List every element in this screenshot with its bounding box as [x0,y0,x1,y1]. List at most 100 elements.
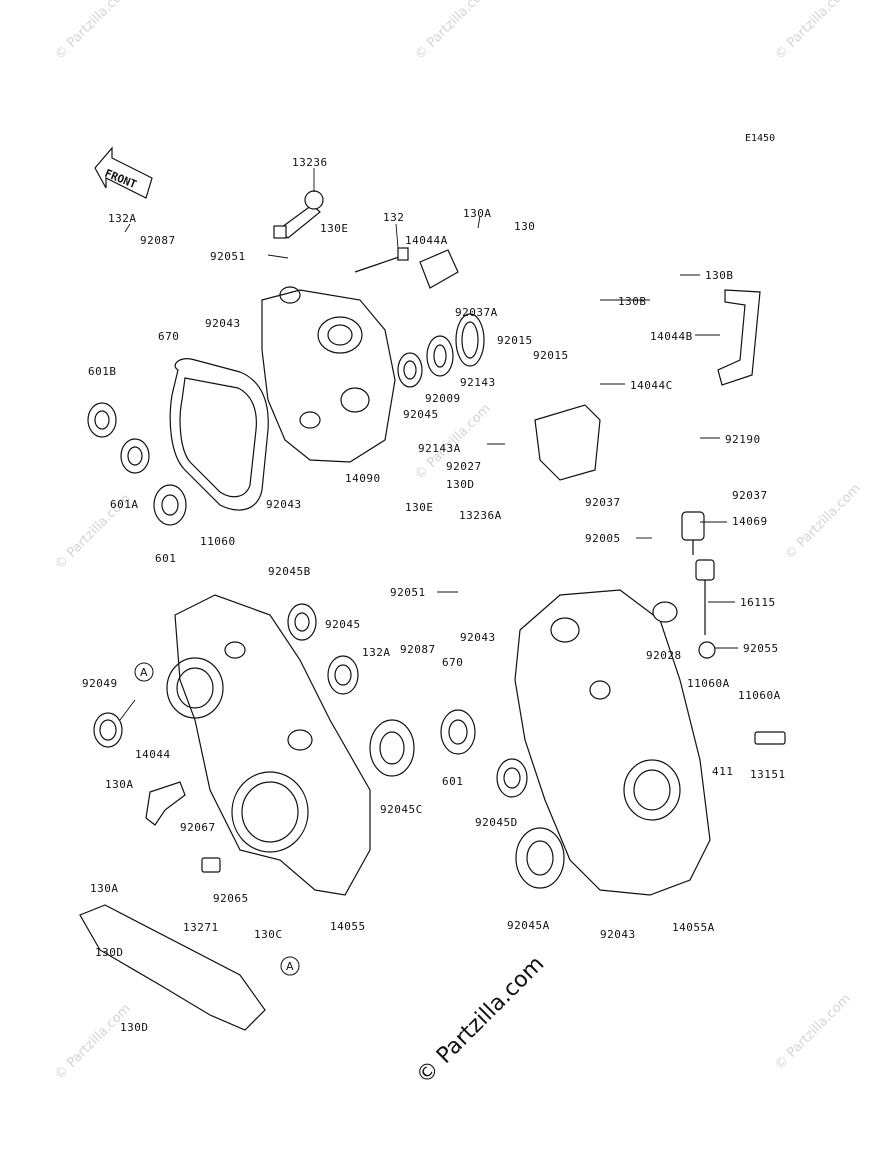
watermark: © Partzilla.com [52,1001,134,1083]
plate-14044A [419,249,459,289]
ref-marker-label: A [140,666,148,679]
part-label: 130B [705,269,734,282]
part-label: 92045A [507,919,550,932]
bearing-601-mid [440,709,476,755]
part-label: 13271 [183,921,219,934]
part-label: 11060A [738,689,781,702]
part-label: 13151 [750,768,786,781]
part-label: 14044A [405,234,448,247]
part-label: 132A [108,212,137,225]
part-label: 14090 [345,472,381,485]
part-label: 132A [362,646,391,659]
part-labels: 13236 132A 92087 130E 132 130A 130 92051… [82,156,786,1034]
part-label: 92028 [646,649,682,662]
crankcase-cover-14090 [261,286,396,463]
part-label: 670 [442,656,463,669]
oil-seal-92143 [455,313,485,367]
part-label: 130C [254,928,283,941]
part-label: 92043 [460,631,496,644]
part-label: 14069 [732,515,768,528]
part-label: 13236A [459,509,502,522]
part-label: 14044 [135,748,171,761]
part-label: 130A [90,882,119,895]
part-label: 92009 [425,392,461,405]
part-label: 92051 [210,250,246,263]
shift-lever-13236 [273,190,324,239]
watermark: © Partzilla.com [772,991,854,1073]
part-label: 14055 [330,920,366,933]
bearing-601A [120,438,150,474]
gasket-11060 [169,358,269,511]
part-label: 601 [442,775,463,788]
bracket-14044B [717,289,761,386]
part-label: 92049 [82,677,118,690]
switch-13151 [754,731,786,745]
part-label: 92190 [725,433,761,446]
bolt-132 [354,247,409,273]
part-label: 92043 [600,928,636,941]
plug-92067 [201,857,221,873]
part-label: 130 [514,220,535,233]
bearing-92045C [369,719,415,777]
part-label: 92087 [400,643,436,656]
part-label: 92087 [140,234,176,247]
guard-13271 [79,904,266,1031]
watermark-group: © Partzilla.com © Partzilla.com © Partzi… [52,0,864,1083]
part-label: 92065 [213,892,249,905]
part-label: 130E [320,222,349,235]
ref-marker-label: A [286,960,294,973]
part-label: 92055 [743,642,779,655]
seal-92049 [93,712,123,748]
bearing-92045D [496,758,528,798]
watermark: © Partzilla.com [52,0,134,63]
part-label: 92027 [446,460,482,473]
part-label: 92143A [418,442,461,455]
part-label: 92015 [533,349,569,362]
part-label: 132 [383,211,404,224]
part-label: 670 [158,330,179,343]
part-label: 92045C [380,803,423,816]
hose-92190 [668,396,702,480]
part-label: 14044B [650,330,693,343]
leader-lines [119,168,738,721]
part-label: 92067 [180,821,216,834]
part-label: 16115 [740,596,776,609]
part-label: 92045 [325,618,361,631]
watermark: © Partzilla.com [772,0,854,63]
bracket-14044C [534,404,601,481]
bearing-92045A [515,827,565,889]
bearing-601-top [153,484,187,526]
bushing-92028 [652,601,678,623]
main-watermark: © Partzilla.com [412,952,550,1090]
bracket-14044 [145,781,186,826]
part-label: 130B [618,295,647,308]
part-label: 14055A [672,921,715,934]
part-label: 92037A [455,306,498,319]
part-label: 601A [110,498,139,511]
o-ring-92055 [698,641,716,659]
part-label: 14044C [630,379,673,392]
part-label: 92045D [475,816,518,829]
part-label: 92143 [460,376,496,389]
diagram-code: E1450 [745,133,775,144]
front-arrow-icon: FRONT [94,146,153,199]
part-label: 130E [405,501,434,514]
part-label: 130D [446,478,475,491]
part-label: 411 [712,765,733,778]
crankcase-14055 [166,594,371,896]
crankcase-14055A [514,589,711,896]
part-label: 92037 [732,489,768,502]
dipstick-16115 [695,559,715,635]
part-label: 92045B [268,565,311,578]
watermark: © Partzilla.com [412,0,494,63]
part-label: 92015 [497,334,533,347]
part-label: 92043 [266,498,302,511]
watermark: © Partzilla.com [782,481,864,563]
part-label: 130D [120,1021,149,1034]
part-label: 92045 [403,408,439,421]
part-label: 92005 [585,532,621,545]
part-label: 92051 [390,586,426,599]
part-label: 601 [155,552,176,565]
